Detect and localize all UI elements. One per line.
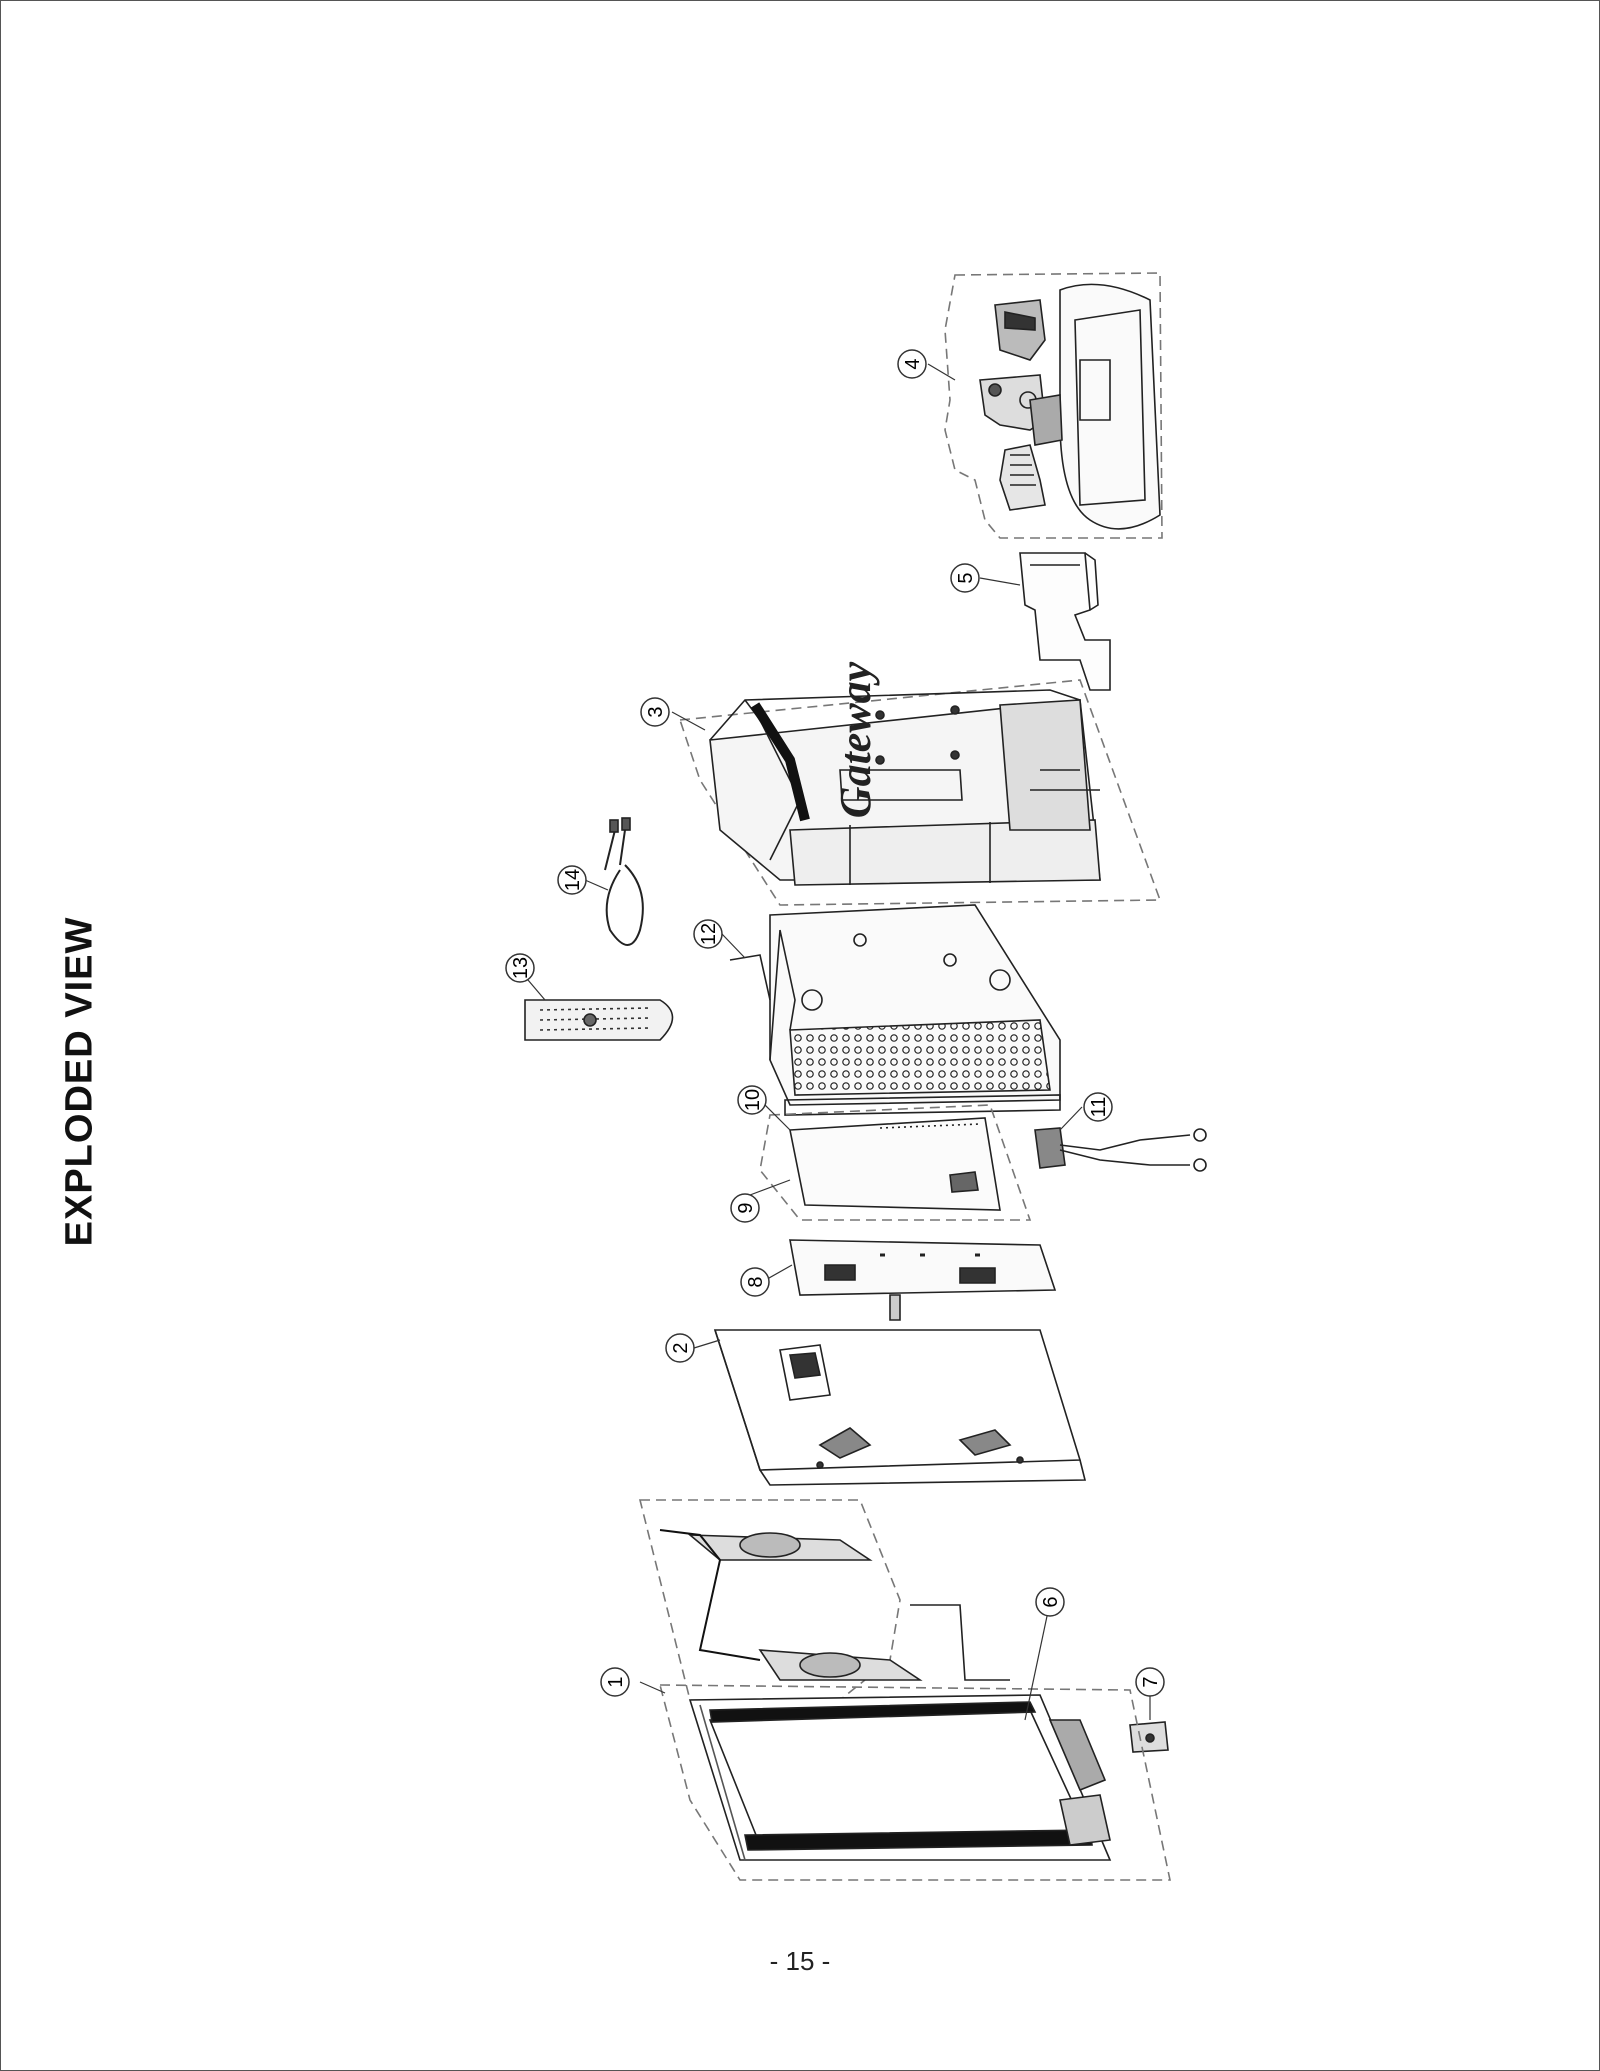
callout-13: 13 <box>505 953 535 983</box>
part-9-10-main-board <box>759 1104 1032 1221</box>
callout-8-label: 8 <box>745 1276 767 1287</box>
part-1-front-cabinet <box>658 1684 1171 1881</box>
callout-14-label: 14 <box>562 869 584 891</box>
callout-6: 6 <box>1035 1587 1065 1617</box>
callout-11: 11 <box>1083 1092 1113 1122</box>
callout-1: 1 <box>600 1667 630 1697</box>
callout-12-label: 12 <box>698 923 720 945</box>
callout-8: 8 <box>740 1267 770 1297</box>
callout-1-label: 1 <box>605 1676 627 1687</box>
callout-4: 4 <box>897 349 927 379</box>
callout-10-label: 10 <box>742 1089 764 1111</box>
callout-9-label: 9 <box>735 1202 757 1213</box>
part-2-lcd-panel <box>713 1329 1087 1486</box>
callout-3: 3 <box>640 697 670 727</box>
callout-3-label: 3 <box>645 706 667 717</box>
callouts: 1 2 3 4 5 6 7 8 <box>505 349 1165 1697</box>
part-7-small-board <box>1129 1721 1169 1753</box>
callout-13-label: 13 <box>510 957 532 979</box>
callout-2-label: 2 <box>670 1342 692 1353</box>
page-number: - 15 - <box>769 1946 831 1976</box>
part-4-stand-assembly <box>944 272 1163 539</box>
callout-7-label: 7 <box>1140 1676 1162 1687</box>
callout-14: 14 <box>557 865 587 895</box>
callout-5-label: 5 <box>955 572 977 583</box>
part-12-shield-case <box>729 904 1061 1116</box>
part-3-back-cover <box>678 679 1162 906</box>
callout-6-label: 6 <box>1040 1596 1062 1607</box>
part-5-stand-cover <box>1019 552 1111 691</box>
callout-9: 9 <box>730 1193 760 1223</box>
speaker-assembly <box>638 1499 923 1701</box>
part-11-power-connector <box>1034 1127 1207 1172</box>
callout-12: 12 <box>693 919 723 949</box>
callout-11-label: 11 <box>1088 1097 1110 1118</box>
callout-4-label: 4 <box>902 358 924 369</box>
part-8-pcb <box>789 1239 1057 1321</box>
callout-5: 5 <box>950 563 980 593</box>
callout-7: 7 <box>1135 1667 1165 1697</box>
brand-logo: Gateway <box>831 661 880 818</box>
part-14-cable <box>604 817 644 946</box>
part-13-remote-control <box>524 999 674 1041</box>
callout-10: 10 <box>737 1085 767 1115</box>
callout-2: 2 <box>665 1333 695 1363</box>
